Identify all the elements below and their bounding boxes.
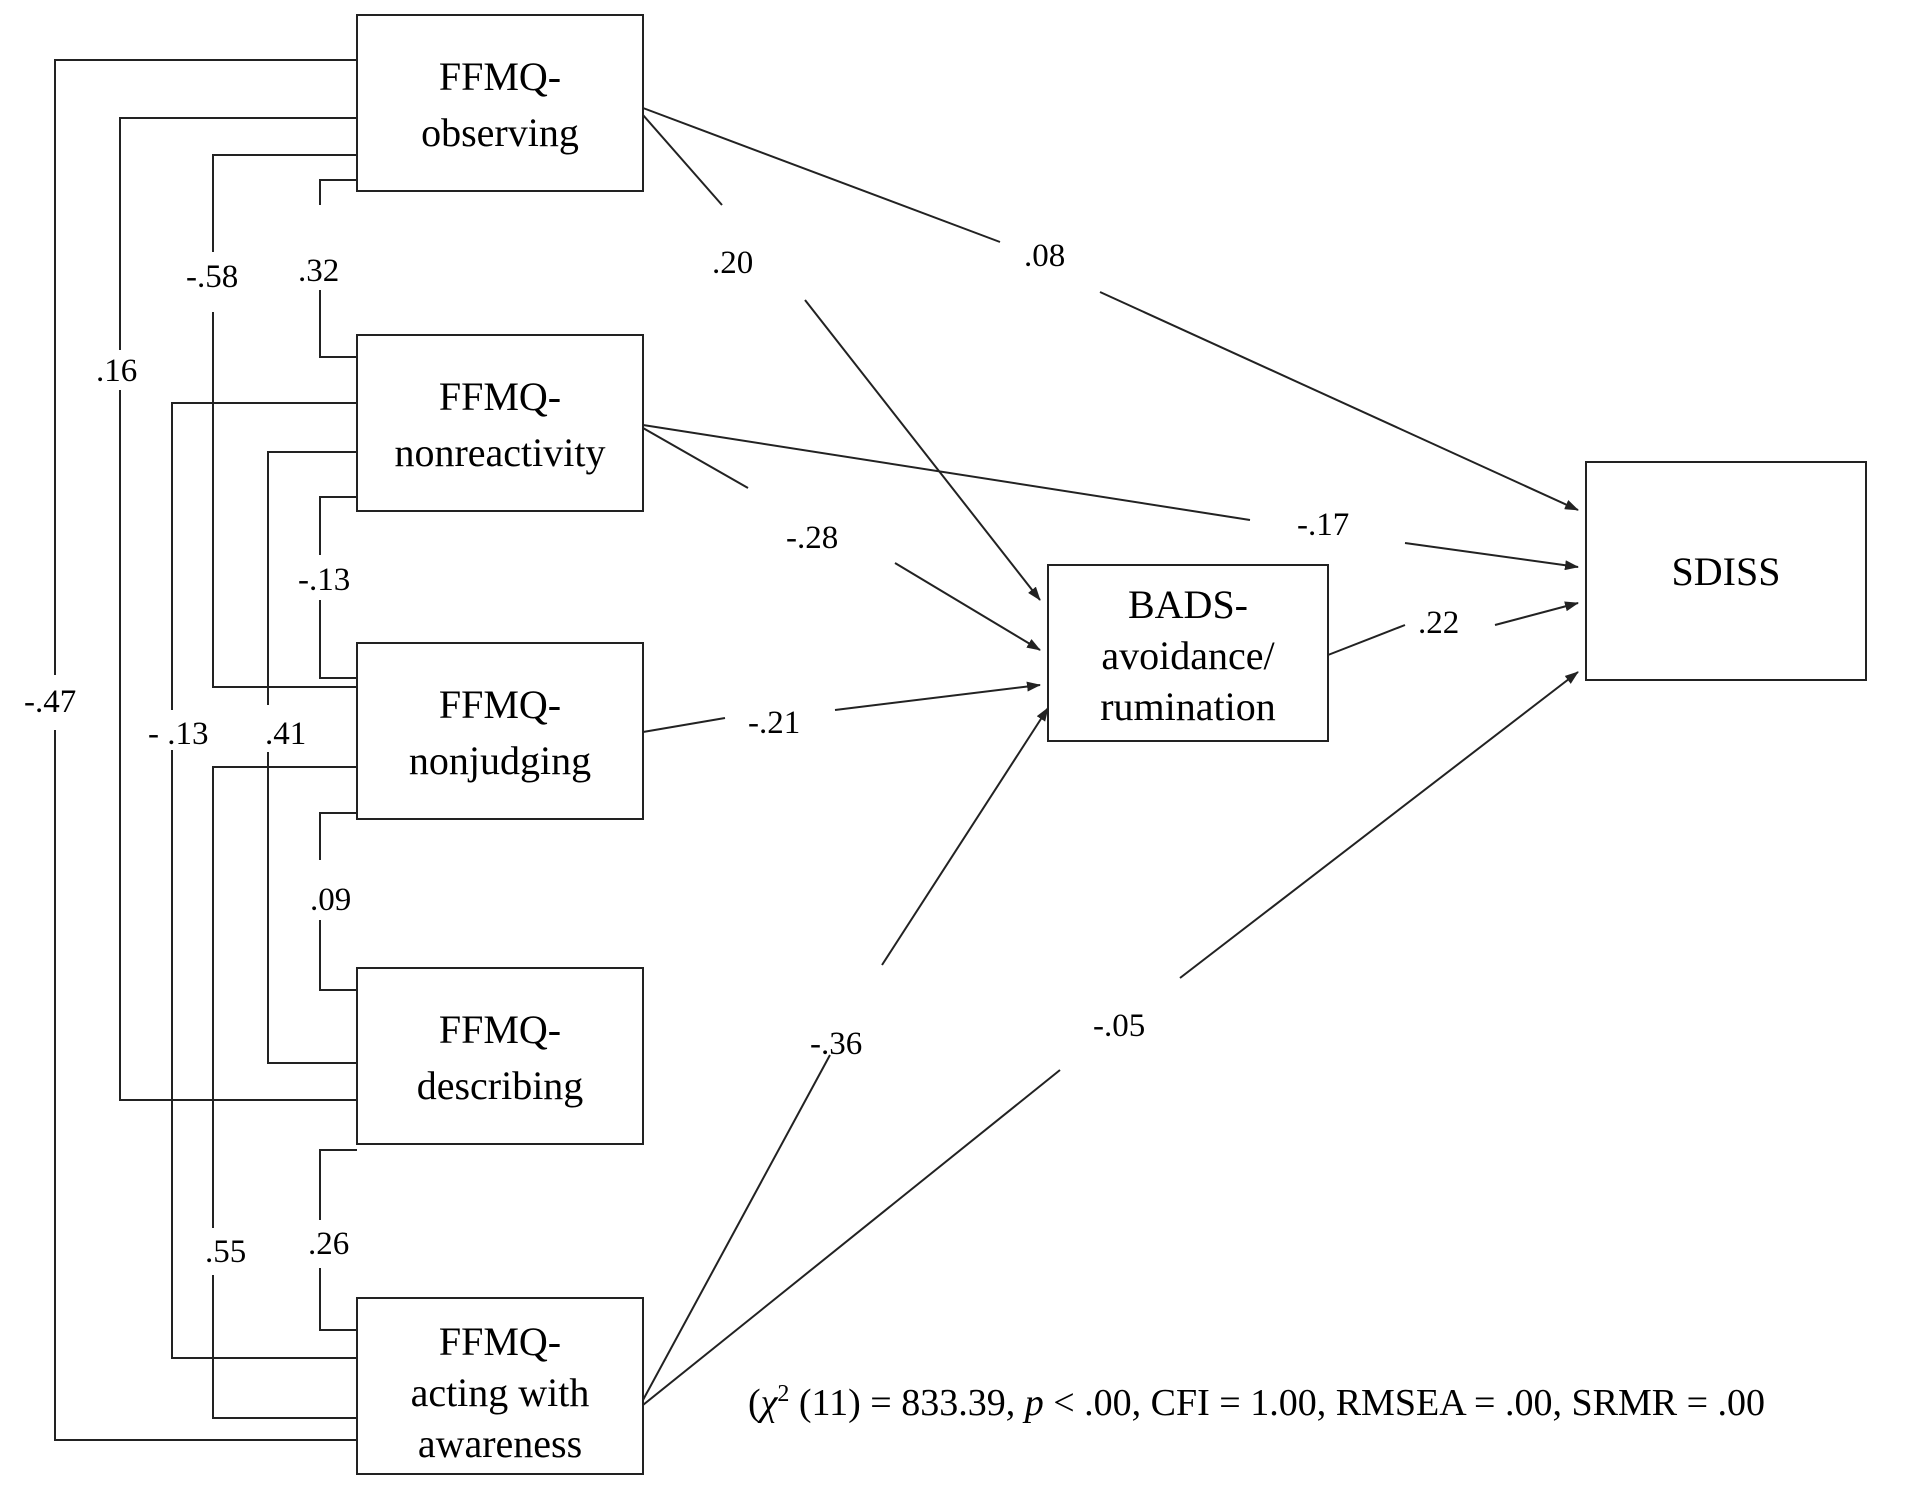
path-arrow-acting-bads [881, 707, 1049, 966]
node-observing-line2: observing [421, 110, 579, 155]
node-bads-line3: rumination [1100, 684, 1276, 729]
path-arrow-obs-sdiss [1099, 291, 1579, 511]
path-line-acting-bads [642, 1054, 831, 1401]
node-nonreactivity: FFMQ- nonreactivity [356, 334, 644, 512]
node-nonreactivity-line1: FFMQ- [439, 374, 561, 419]
node-acting: FFMQ- acting with awareness [356, 1297, 644, 1475]
node-describing-line2: describing [417, 1063, 584, 1108]
path-line-bads-sdiss [1327, 624, 1406, 656]
corr-label-nonreact-acting: - .13 [148, 716, 209, 752]
path-arrow-nonreact-bads [894, 562, 1041, 651]
corr-line-nonjudg-describ [319, 812, 357, 991]
path-label-acting-sdiss: -.05 [1093, 1008, 1145, 1044]
corr-label-nonjudg-acting: .55 [205, 1234, 246, 1270]
path-arrow-acting-sdiss [1179, 671, 1579, 979]
node-bads-line1: BADS- [1128, 582, 1248, 627]
corr-line-obs-nonjudg [212, 154, 357, 688]
path-label-nonreact-bads: -.28 [786, 520, 838, 556]
path-line-acting-sdiss [642, 1069, 1061, 1406]
node-observing: FFMQ- observing [356, 14, 644, 192]
path-line-obs-sdiss [642, 107, 1001, 243]
correlation-labels: .32 -.58 .16 -.47 -.13 .41 - .13 .09 .55… [24, 253, 351, 1270]
path-label-bads-sdiss: .22 [1418, 605, 1459, 641]
corr-line-obs-describ [119, 117, 357, 1101]
path-label-obs-sdiss: .08 [1024, 238, 1065, 274]
node-acting-line3: awareness [418, 1421, 582, 1466]
corr-line-nonreact-describ [267, 451, 357, 1064]
node-observing-line1: FFMQ- [439, 54, 561, 99]
corr-label-obs-nonjudg: -.58 [186, 259, 238, 295]
node-acting-line1: FFMQ- [439, 1319, 561, 1364]
path-label-obs-bads: .20 [712, 245, 753, 281]
node-nonjudging: FFMQ- nonjudging [356, 642, 644, 820]
node-nonjudging-line2: nonjudging [409, 738, 591, 783]
node-sdiss: SDISS [1585, 461, 1867, 681]
node-nonjudging-line1: FFMQ- [439, 682, 561, 727]
path-line-obs-bads [642, 114, 723, 206]
correlation-lines [54, 59, 357, 1441]
corr-label-nonreact-nonjudg: -.13 [298, 562, 350, 598]
corr-label-obs-describ: .16 [96, 353, 137, 389]
corr-line-nonreact-nonjudg [319, 496, 357, 679]
corr-label-obs-nonreact: .32 [298, 253, 339, 289]
path-line-nonjudg-bads [642, 717, 726, 733]
node-nonreactivity-line2: nonreactivity [394, 430, 605, 475]
corr-line-obs-nonreact [319, 179, 357, 358]
node-acting-line2: acting with [411, 1370, 590, 1415]
path-arrows [642, 107, 1579, 1406]
node-describing-line1: FFMQ- [439, 1007, 561, 1052]
corr-line-nonjudg-acting [212, 766, 357, 1419]
path-arrow-nonreact-sdiss [1404, 542, 1579, 571]
corr-label-nonjudg-describ: .09 [310, 882, 351, 918]
corr-line-obs-acting [54, 59, 357, 1441]
path-label-nonjudg-bads: -.21 [748, 705, 800, 741]
fit-statistics: (χ2 (11) = 833.39, p < .00, CFI = 1.00, … [748, 1381, 1765, 1424]
path-arrow-obs-bads [804, 299, 1041, 601]
path-arrow-nonjudg-bads [834, 681, 1041, 711]
corr-line-nonreact-acting [171, 402, 357, 1359]
corr-label-nonreact-describ: .41 [265, 716, 306, 752]
node-bads-line2: avoidance/ [1101, 633, 1275, 678]
path-line-nonreact-sdiss [642, 424, 1251, 521]
path-label-acting-bads: -.36 [810, 1026, 862, 1062]
corr-label-obs-acting: -.47 [24, 684, 76, 720]
path-line-nonreact-bads [642, 427, 749, 489]
path-labels: .20 .08 -.28 -.17 -.21 .22 -.36 -.05 [712, 238, 1459, 1062]
corr-label-describ-acting: .26 [308, 1226, 349, 1262]
node-describing: FFMQ- describing [356, 967, 644, 1145]
corr-line-describ-acting [319, 1149, 357, 1331]
node-sdiss-label: SDISS [1672, 549, 1781, 594]
node-bads: BADS- avoidance/ rumination [1047, 564, 1329, 742]
path-label-nonreact-sdiss: -.17 [1297, 507, 1349, 543]
path-arrow-bads-sdiss [1494, 601, 1579, 626]
